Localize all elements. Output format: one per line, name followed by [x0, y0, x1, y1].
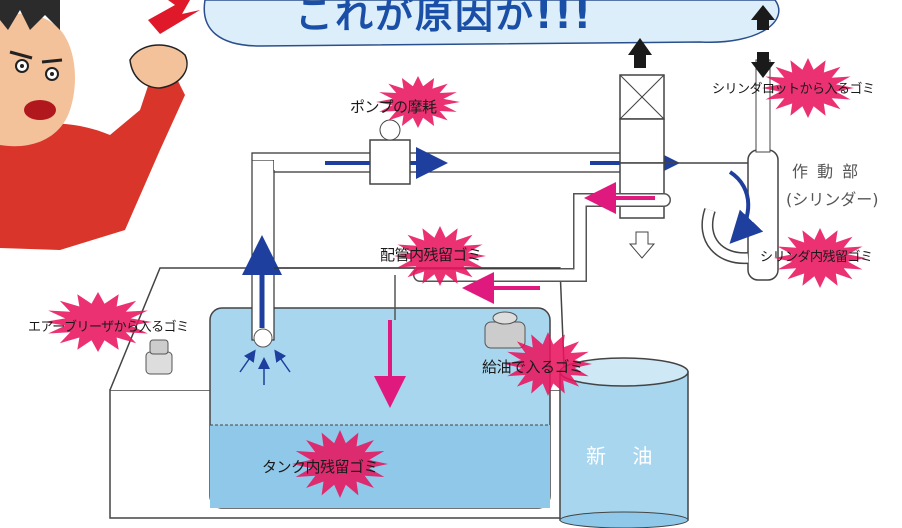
- burst-tank-residue: [292, 430, 388, 498]
- burst-air-breather: [44, 292, 152, 352]
- new-oil-drum: [559, 357, 689, 528]
- tank-oil-surface: [210, 425, 550, 508]
- label-pump-wear: ポンプの摩耗: [350, 98, 437, 116]
- label-cylinder-rod: シリンダロットから入るゴミ: [712, 82, 875, 97]
- burst-cylinder-rod: [762, 58, 854, 118]
- label-tank-residue: タンク内残留ゴミ: [262, 458, 379, 476]
- directional-valve: [619, 38, 665, 259]
- burst-cylinder-residue: [774, 228, 866, 288]
- label-air-breather: エアーブリーザから入るゴミ: [28, 320, 189, 335]
- pump: [369, 139, 411, 185]
- air-breather-cap: [145, 339, 173, 375]
- burst-pipe-residue: [394, 226, 486, 286]
- label-pipe-residue: 配管内残留ゴミ: [380, 246, 482, 264]
- label-cylinder-residue: シリンダ内残留ゴミ: [760, 250, 873, 265]
- angry-person-illustration: [0, 0, 188, 250]
- label-actuator: 作 動 部: [792, 162, 861, 181]
- anger-spark-icon: [148, 0, 200, 34]
- speech-bubble: [203, 0, 780, 47]
- banner-text: これが原因か!!!: [295, 0, 593, 37]
- label-refill-dust: 給油で入るゴミ: [482, 358, 584, 376]
- burst-pump-wear: [376, 76, 460, 128]
- hydraulic-cylinder: [664, 5, 779, 281]
- refill-funnel-icon: [484, 311, 526, 349]
- label-actuator-cylinder: (シリンダー): [786, 190, 879, 209]
- burst-refill-dust: [504, 332, 592, 396]
- label-new-oil: 新 油: [586, 444, 663, 468]
